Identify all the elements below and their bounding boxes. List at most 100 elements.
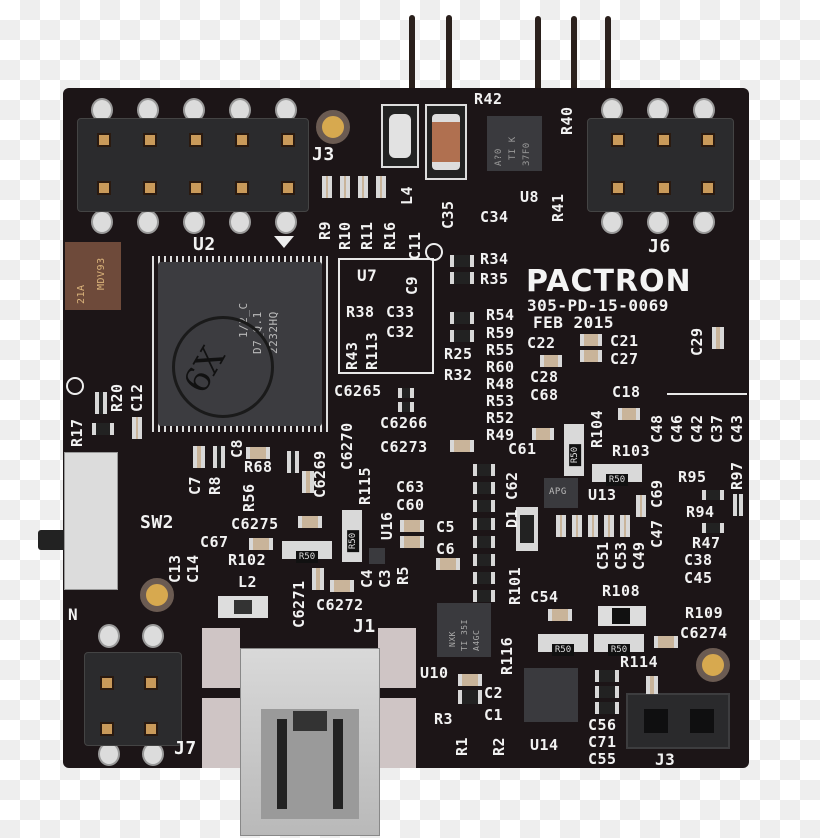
capacitor xyxy=(620,515,630,537)
switch-lever[interactable] xyxy=(38,530,66,550)
label-r108: R108 xyxy=(602,582,641,600)
inductor-l4 xyxy=(381,104,419,168)
label-r47: R47 xyxy=(692,534,721,552)
label-l4: L4 xyxy=(398,185,416,205)
capacitor xyxy=(580,334,602,346)
label-r16: R16 xyxy=(381,221,399,250)
label-r60: R60 xyxy=(486,358,515,376)
label-r109: R109 xyxy=(685,604,724,622)
mounting-hole xyxy=(316,110,350,144)
handwritten-circle xyxy=(172,316,274,418)
label-c47: C47 xyxy=(648,519,666,548)
label-c6266: C6266 xyxy=(380,414,428,432)
resistor xyxy=(702,490,724,500)
pad xyxy=(646,676,658,694)
label-r53: R53 xyxy=(486,392,515,410)
label-r1: R1 xyxy=(453,736,471,756)
label-c6270: C6270 xyxy=(338,422,356,470)
resistor-r50: R50 xyxy=(342,510,362,562)
label-r97: R97 xyxy=(728,461,746,490)
usb-pad xyxy=(202,628,240,688)
label-c53: C53 xyxy=(612,541,630,570)
label-c4: C4 xyxy=(358,568,376,588)
label-c27: C27 xyxy=(610,350,639,368)
label-c6265: C6265 xyxy=(334,382,382,400)
ic-u8: A?0 TI K 37F0 xyxy=(487,116,542,171)
j6-header xyxy=(587,98,734,234)
capacitor xyxy=(540,355,562,367)
resistor-r50: R50 xyxy=(538,634,588,656)
label-c68: C68 xyxy=(530,386,559,404)
capacitor xyxy=(436,558,460,570)
label-c8: C8 xyxy=(228,438,246,458)
resistor-array xyxy=(473,464,495,476)
label-c6273: C6273 xyxy=(380,438,428,456)
usb-pad xyxy=(378,698,416,768)
label-r11: R11 xyxy=(358,221,376,250)
mounting-hole xyxy=(140,578,174,612)
sensor-module: MDV93 21A xyxy=(65,242,121,310)
resistor-r50: R50 xyxy=(282,541,332,563)
label-r52: R52 xyxy=(486,409,515,427)
label-r5: R5 xyxy=(394,565,412,585)
capacitor xyxy=(636,495,646,517)
inductor-l2 xyxy=(218,596,268,618)
label-c12: C12 xyxy=(128,383,146,412)
slide-switch-sw2[interactable] xyxy=(64,452,118,590)
label-c56: C56 xyxy=(588,716,617,734)
resistor xyxy=(287,451,299,473)
label-u2: U2 xyxy=(193,234,216,255)
resistor-array xyxy=(473,554,495,566)
capacitor xyxy=(572,515,582,537)
label-c37: C37 xyxy=(708,414,726,443)
header-pin xyxy=(605,16,611,89)
label-c43: C43 xyxy=(728,414,746,443)
label-c69: C69 xyxy=(648,479,666,508)
label-c54: C54 xyxy=(530,588,559,606)
marker-triangle xyxy=(274,236,294,248)
label-c6: C6 xyxy=(436,540,456,558)
resistor-r108 xyxy=(598,606,646,626)
label-c14: C14 xyxy=(184,554,202,583)
resistor xyxy=(92,423,114,435)
label-c6275: C6275 xyxy=(231,515,279,533)
marker-a-circle xyxy=(425,243,443,261)
j3-bottom-connector[interactable] xyxy=(626,693,730,749)
header-pin xyxy=(571,16,577,89)
capacitor xyxy=(249,538,273,550)
j3-header xyxy=(77,98,309,234)
label-c42: C42 xyxy=(688,414,706,443)
resistor xyxy=(340,176,350,198)
label-u8: U8 xyxy=(520,188,540,206)
label-r38: R38 xyxy=(346,303,375,321)
usb-connector-j1[interactable] xyxy=(240,648,380,836)
capacitor xyxy=(458,690,482,704)
label-d1: D1 xyxy=(503,508,521,528)
label-u13: U13 xyxy=(588,486,617,504)
label-u14: U14 xyxy=(530,736,559,754)
label-c55: C55 xyxy=(588,750,617,768)
capacitor xyxy=(400,536,424,548)
resistor xyxy=(376,176,386,198)
label-c28: C28 xyxy=(530,368,559,386)
capacitor xyxy=(330,580,354,592)
label-r8: R8 xyxy=(206,475,224,495)
label-r17: R17 xyxy=(68,418,86,447)
label-c62: C62 xyxy=(503,471,521,500)
capacitor xyxy=(400,520,424,532)
resistor-array xyxy=(473,482,495,494)
label-c22: C22 xyxy=(527,334,556,352)
resistor-array xyxy=(398,388,414,398)
label-n: N xyxy=(68,605,79,624)
capacitor xyxy=(712,327,724,349)
label-c32: C32 xyxy=(386,323,415,341)
label-r95: R95 xyxy=(678,468,707,486)
label-j6: J6 xyxy=(648,236,671,257)
label-r54: R54 xyxy=(486,306,515,324)
header-pin xyxy=(446,15,452,89)
label-r34: R34 xyxy=(480,250,509,268)
resistor xyxy=(450,330,474,342)
label-c6271: C6271 xyxy=(290,580,308,628)
label-r101: R101 xyxy=(506,566,524,605)
label-r68: R68 xyxy=(244,458,273,476)
